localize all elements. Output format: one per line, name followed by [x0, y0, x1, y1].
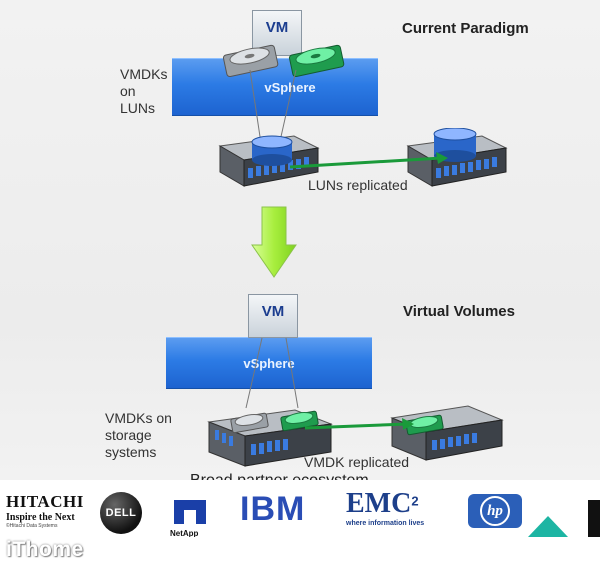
- lun-replication-arrow: [289, 152, 448, 169]
- netapp-mark-icon: [174, 500, 206, 524]
- gray-disk-icon: [222, 44, 279, 78]
- vsphere-label-bottom: vSphere: [243, 355, 295, 371]
- netapp-name: NetApp: [170, 529, 199, 537]
- vm-box-bottom: VM: [248, 294, 298, 338]
- green-vmdk-disk-icon: [280, 410, 319, 432]
- ithome-watermark: iThome: [6, 538, 84, 561]
- vmdks-on-luns-label: VMDKs on LUNs: [120, 66, 167, 117]
- green-disk-icon: [288, 44, 345, 78]
- hitachi-tagline: Inspire the Next: [6, 512, 75, 523]
- current-paradigm-heading: Current Paradigm: [402, 20, 529, 37]
- emc-superscript: 2: [411, 493, 419, 509]
- luns-replicated-label: LUNs replicated: [308, 177, 408, 193]
- netapp-logo: NetApp: [170, 498, 210, 537]
- vsphere-bar-top: vSphere: [172, 58, 378, 116]
- partner-logo-strip: HITACHI Inspire the Next ©Hitachi Data S…: [0, 480, 600, 537]
- vmdks-on-storage-label: VMDKs on storage systems: [105, 410, 172, 461]
- hp-name: hp: [487, 502, 503, 519]
- hp-logo: hp: [468, 494, 522, 528]
- edge-strip: [588, 500, 600, 537]
- emc-tagline: where information lives: [346, 520, 425, 527]
- vm-label-bottom: VM: [261, 303, 285, 320]
- lun-cylinder-icon: [433, 128, 477, 162]
- vsphere-label-top: vSphere: [264, 79, 316, 95]
- storage-array-source-top: [218, 135, 320, 187]
- corner-triangle-icon: [528, 516, 568, 537]
- side-label-line: VMDKs on: [105, 410, 172, 426]
- dell-logo: DELL: [100, 492, 142, 534]
- hp-circle-icon: hp: [480, 496, 510, 526]
- storage-array-target-bottom: [390, 405, 504, 461]
- green-vmdk-disk-icon: [405, 414, 444, 436]
- virtual-volumes-heading: Virtual Volumes: [403, 303, 515, 320]
- vmdk-replication-arrow: [304, 418, 414, 430]
- side-label-line: systems: [105, 444, 157, 460]
- transition-down-arrow-icon: [251, 206, 297, 278]
- side-label-line: storage: [105, 427, 152, 443]
- side-label-line: LUNs: [120, 100, 156, 116]
- vm-label-top: VM: [265, 19, 289, 36]
- vmdk-connector-lines-bottom: [245, 337, 299, 409]
- hitachi-logo: HITACHI Inspire the Next ©Hitachi Data S…: [6, 492, 90, 529]
- dell-name: DELL: [105, 507, 137, 519]
- emc-logo: EMC2 where information lives: [346, 488, 456, 527]
- vsphere-bar-bottom: vSphere: [166, 337, 372, 389]
- ibm-logo: IBM: [240, 490, 306, 528]
- side-label-line: VMDKs: [120, 66, 168, 82]
- hitachi-name: HITACHI: [6, 492, 84, 511]
- hitachi-copyright: ©Hitachi Data Systems: [6, 523, 58, 529]
- vmdk-replicated-label: VMDK replicated: [304, 454, 410, 470]
- vmdk-disks-top: [222, 44, 345, 78]
- emc-name: EMC: [346, 488, 412, 519]
- slide: Current Paradigm vSphere VM VMDKs on LUN…: [0, 0, 600, 537]
- storage-array-source-bottom: [207, 409, 333, 467]
- side-label-line: on: [120, 83, 136, 99]
- storage-array-target-top: [406, 128, 508, 187]
- gray-vmdk-disk-icon: [230, 412, 269, 434]
- lun-cylinder-icon: [251, 135, 293, 166]
